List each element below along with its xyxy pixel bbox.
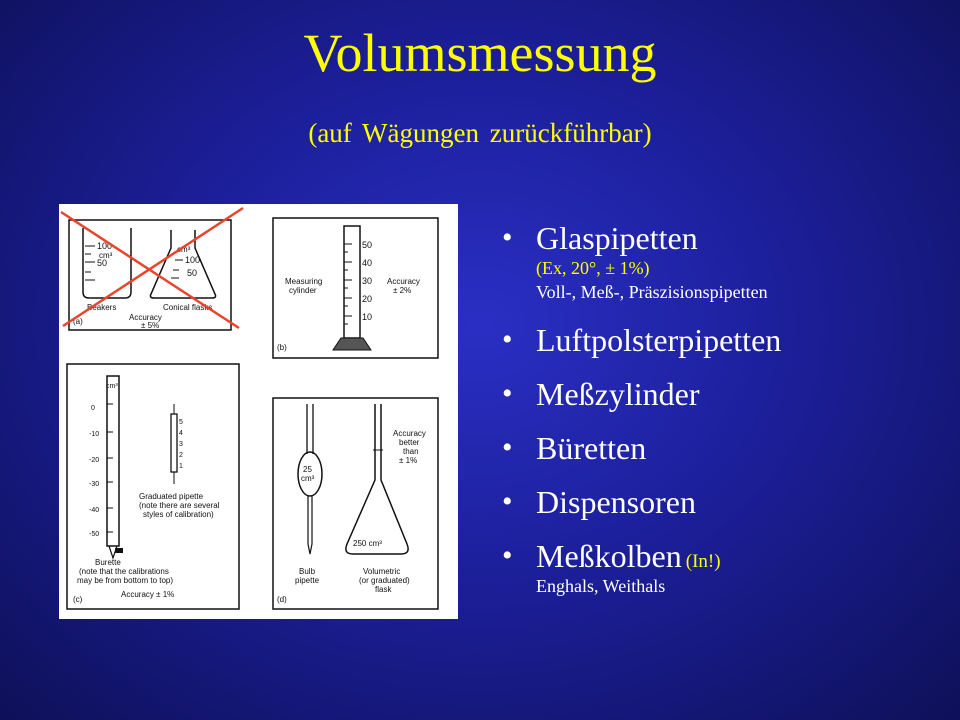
- bullet-dot: •: [502, 485, 513, 518]
- volumetric-label-2: (or graduated): [359, 576, 410, 585]
- pipette-bulb: [297, 451, 323, 497]
- bullet-sub-yellow: (Ex, 20°, ± 1%): [536, 258, 650, 278]
- bullet-item: • Büretten: [500, 430, 940, 466]
- panel-b-label: (b): [277, 343, 287, 352]
- bullet-text: Büretten: [536, 430, 647, 466]
- pip-tick-1: 1: [179, 463, 183, 470]
- volumetric-flask: [345, 404, 409, 555]
- glassware-illustration: 100 cm³ 50 Beakers cm³ 100 50 Conical fl…: [60, 206, 439, 610]
- burette-tick-10: -10: [89, 431, 99, 438]
- panel-a-label: (a): [73, 317, 83, 326]
- panel-a-accuracy: Accuracy: [129, 313, 162, 322]
- burette-tube: [106, 375, 120, 547]
- panel-d-label: (d): [277, 595, 287, 604]
- bullet-dot: •: [502, 221, 513, 254]
- beaker-unit: cm³: [99, 251, 113, 260]
- accuracy-better-4: ± 1%: [399, 456, 417, 465]
- bullet-dot: •: [502, 323, 513, 356]
- cross-line-2: [62, 206, 244, 328]
- bulb-value: 25: [303, 465, 312, 474]
- bullet-item: • Dispensoren: [500, 484, 940, 520]
- bullet-text: Meßzylinder: [536, 376, 700, 412]
- glassware-figure: 100 cm³ 50 Beakers cm³ 100 50 Conical fl…: [59, 204, 458, 619]
- panel-b-accuracy-value: ± 2%: [393, 286, 411, 295]
- conical-flasks-label: Conical flasks: [163, 303, 212, 312]
- accuracy-better-3: than: [403, 447, 419, 456]
- beakers-label: Beakers: [87, 303, 116, 312]
- burette-label: Burette: [95, 558, 121, 567]
- beaker-100: 100: [97, 241, 112, 251]
- cylinder-base: [332, 337, 372, 351]
- panel-d: 25 cm³ Bulb pipette 250 cm³ Accuracy bet…: [272, 397, 439, 610]
- bullet-item: • Luftpolsterpipetten: [500, 322, 940, 358]
- bullet-text: Glaspipetten: [536, 220, 698, 256]
- burette-tap: [115, 548, 123, 553]
- flask-100: 100: [185, 255, 200, 265]
- graduated-pipette-label: Graduated pipette: [139, 492, 204, 501]
- panel-b: 50 40 30 20 10 Measuring cylinder Accura…: [272, 217, 439, 359]
- panel-b-accuracy: Accuracy: [387, 277, 420, 286]
- pipette-note-1: (note there are several: [139, 501, 220, 510]
- cyl-tick-30: 30: [362, 276, 372, 286]
- panel-c-accuracy: Accuracy ± 1%: [121, 590, 174, 599]
- panel-a: 100 cm³ 50 Beakers cm³ 100 50 Conical fl…: [60, 206, 244, 331]
- bullet-sub: Enghals, Weithals: [536, 576, 666, 596]
- burette-note-1: (note that the calibrations: [79, 567, 169, 576]
- burette-tick-40: -40: [89, 507, 99, 514]
- bullet-text: Luftpolsterpipetten: [536, 322, 782, 358]
- bullet-dot: •: [502, 431, 513, 464]
- panel-a-accuracy-value: ± 5%: [141, 321, 159, 330]
- burette-tick-0: 0: [91, 405, 95, 412]
- bullet-text: Meßkolben: [536, 538, 682, 574]
- burette-note-2: may be from bottom to top): [77, 576, 173, 585]
- volumetric-label-3: flask: [375, 585, 392, 594]
- bulb-unit: cm³: [301, 474, 315, 483]
- flask-unit: cm³: [177, 245, 191, 254]
- slide-subtitle: (auf Wägungen zurückführbar): [308, 118, 652, 148]
- measuring-label: Measuring: [285, 277, 322, 286]
- bulb-label-1: Bulb: [299, 567, 316, 576]
- burette-tick-30: -30: [89, 481, 99, 488]
- bullet-item: • Meßkolben (In!) Enghals, Weithals: [500, 538, 940, 598]
- cylinder-tube: [343, 225, 361, 339]
- volumetric-label-1: Volumetric: [363, 567, 400, 576]
- slide-title: Volumsmessung: [303, 23, 657, 83]
- pipette-note-2: styles of calibration): [143, 510, 214, 519]
- accuracy-better-2: better: [399, 438, 420, 447]
- flask-50: 50: [187, 268, 197, 278]
- panel-c-label: (c): [73, 595, 83, 604]
- burette-tick-20: -20: [89, 457, 99, 464]
- bullet-sub: Voll-, Meß-, Präszisionspipetten: [536, 282, 768, 302]
- accuracy-better-1: Accuracy: [393, 429, 426, 438]
- cyl-tick-50: 50: [362, 240, 372, 250]
- flask-volume: 250 cm³: [353, 539, 382, 548]
- bullet-dot: •: [502, 377, 513, 410]
- burette-unit: cm³: [106, 383, 118, 390]
- conical-flask-shape: [149, 230, 217, 299]
- bullet-item: • Meßzylinder: [500, 376, 940, 412]
- panel-c: cm³ 0 -10 -20 -30 -40 -50 5 4 3 2 1 Grad…: [66, 363, 240, 610]
- cylinder-label: cylinder: [289, 286, 317, 295]
- bullet-dot: •: [502, 539, 513, 572]
- cyl-tick-40: 40: [362, 258, 372, 268]
- beaker-50: 50: [97, 258, 107, 268]
- burette-tick-50: -50: [89, 531, 99, 538]
- bullet-note: (In!): [685, 551, 721, 572]
- cyl-tick-10: 10: [362, 312, 372, 322]
- bulb-label-2: pipette: [295, 576, 320, 585]
- pip-tick-2: 2: [179, 452, 183, 459]
- bullet-text: Dispensoren: [536, 484, 696, 520]
- pip-tick-4: 4: [179, 430, 183, 437]
- cyl-tick-20: 20: [362, 294, 372, 304]
- pip-tick-5: 5: [179, 419, 183, 426]
- pip-tick-3: 3: [179, 441, 183, 448]
- bullet-list: • Glaspipetten (Ex, 20°, ± 1%) Voll-, Me…: [500, 220, 940, 616]
- bullet-item: • Glaspipetten (Ex, 20°, ± 1%) Voll-, Me…: [500, 220, 940, 304]
- graduated-pipette: [170, 413, 178, 473]
